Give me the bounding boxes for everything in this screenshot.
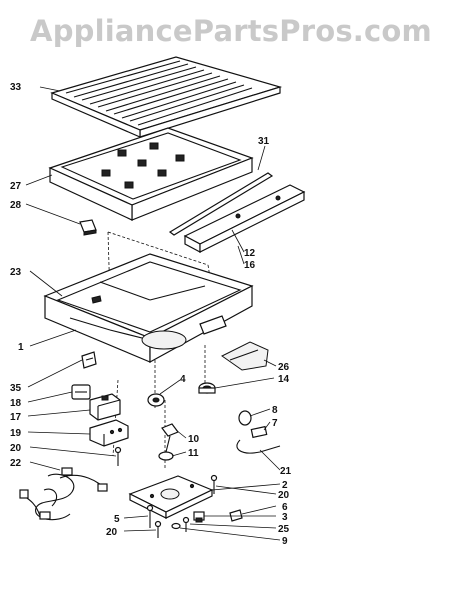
part-labels: 33 31 27 28 12 16 23 1 26 14 35 4 18 17 … [10,82,292,547]
part-25-screw[interactable] [182,516,190,533]
label-14: 14 [278,374,290,385]
part-33-cover-frame[interactable] [50,56,283,138]
label-19: 19 [10,428,22,439]
label-12: 12 [244,248,256,259]
part-14-grommet[interactable] [198,382,216,394]
label-2: 2 [282,480,288,491]
part-19-bracket[interactable] [89,419,129,447]
label-18: 18 [10,398,22,409]
part-8-7-light-socket[interactable] [236,410,281,454]
part-9-nut[interactable] [171,522,181,530]
part-31-gasket-strip[interactable] [168,172,274,236]
part-17-control-housing[interactable] [89,393,121,421]
label-6: 6 [282,502,288,513]
part-23-crisper-base[interactable] [43,253,254,364]
label-8: 8 [272,405,278,416]
label-16: 16 [244,260,256,271]
label-22: 22 [10,458,22,469]
label-35: 35 [10,383,22,394]
label-23: 23 [10,267,22,278]
label-25: 25 [278,524,290,535]
label-3: 3 [282,512,288,523]
label-11: 11 [188,448,199,459]
part-35-knob[interactable] [81,351,97,369]
part-28-clip[interactable] [79,219,97,236]
label-20-b: 20 [278,490,290,501]
label-7: 7 [272,418,278,429]
part-20-screw-lower[interactable] [154,520,162,539]
part-18-control-knob[interactable] [71,384,91,400]
label-9: 9 [282,536,288,547]
label-17: 17 [10,412,22,423]
label-27: 27 [10,181,22,192]
label-5: 5 [114,514,120,525]
label-33: 33 [10,82,22,93]
part-3-block[interactable] [193,511,205,523]
part-6-clip[interactable] [229,509,243,522]
part-5-screw[interactable] [146,504,154,529]
part-12-16-slide-rail[interactable] [183,184,306,253]
part-10-11-thermostat[interactable] [158,423,179,461]
part-4-damper[interactable] [147,393,165,407]
label-28: 28 [10,200,22,211]
part-20-screw-right[interactable] [210,474,218,495]
label-20-c: 20 [106,527,118,538]
label-26: 26 [278,362,290,373]
label-20-a: 20 [10,443,22,454]
part-27-crisper-pan[interactable] [48,127,254,221]
label-10: 10 [188,434,200,445]
watermark: AppliancePartsPros.com [30,14,432,48]
part-20-screw-upper[interactable] [114,446,122,467]
label-21: 21 [280,466,292,477]
label-31: 31 [258,136,270,147]
part-26-insulation-pad[interactable] [221,341,269,371]
label-4: 4 [180,374,186,385]
part-22-wire-harness[interactable] [19,467,108,521]
label-1: 1 [18,342,24,353]
